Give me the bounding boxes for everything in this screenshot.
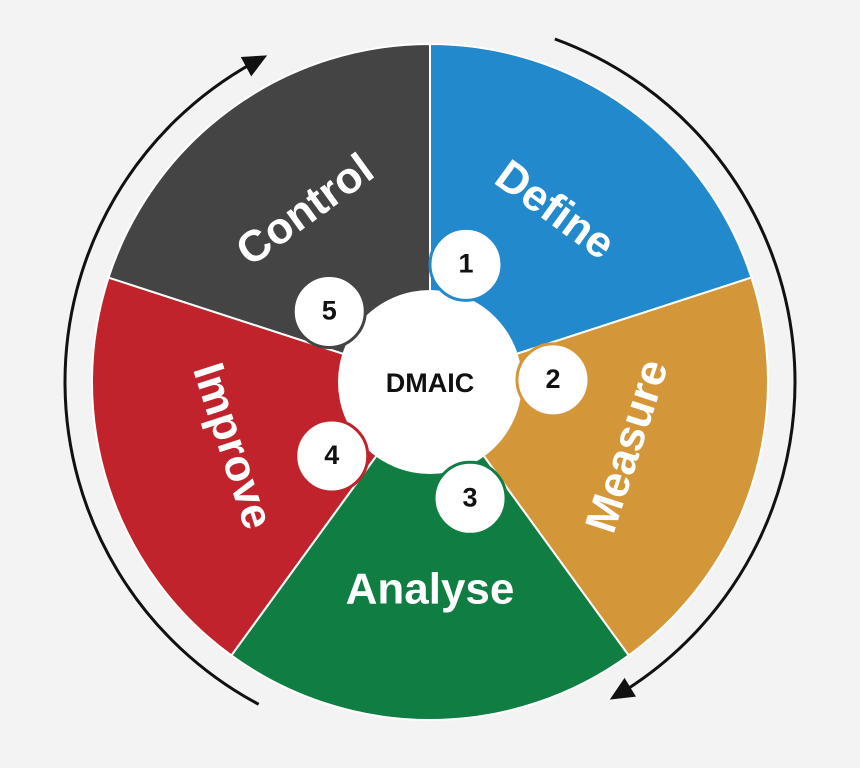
step-number-3: 3 bbox=[463, 482, 478, 512]
step-badge-2 bbox=[515, 342, 591, 418]
cycle-arrow-left bbox=[63, 61, 260, 706]
step-number-5: 5 bbox=[322, 296, 337, 326]
step-number-1: 1 bbox=[458, 248, 473, 278]
cycle-arrow-right bbox=[554, 37, 797, 693]
phase-label-analyse: Analyse bbox=[346, 565, 515, 614]
step-badge-4 bbox=[294, 418, 370, 494]
step-number-2: 2 bbox=[545, 364, 560, 394]
center-hub bbox=[338, 290, 522, 474]
cycle-arrowhead-right bbox=[609, 677, 636, 700]
segment-analyse bbox=[229, 380, 631, 721]
segment-define bbox=[429, 42, 753, 384]
step-badge-1 bbox=[428, 226, 504, 302]
cycle-arrowhead-left bbox=[240, 55, 268, 77]
step-badge-5 bbox=[291, 273, 367, 349]
step-number-4: 4 bbox=[324, 440, 339, 470]
step-badge-3 bbox=[432, 460, 508, 536]
center-label: DMAIC bbox=[386, 368, 475, 398]
